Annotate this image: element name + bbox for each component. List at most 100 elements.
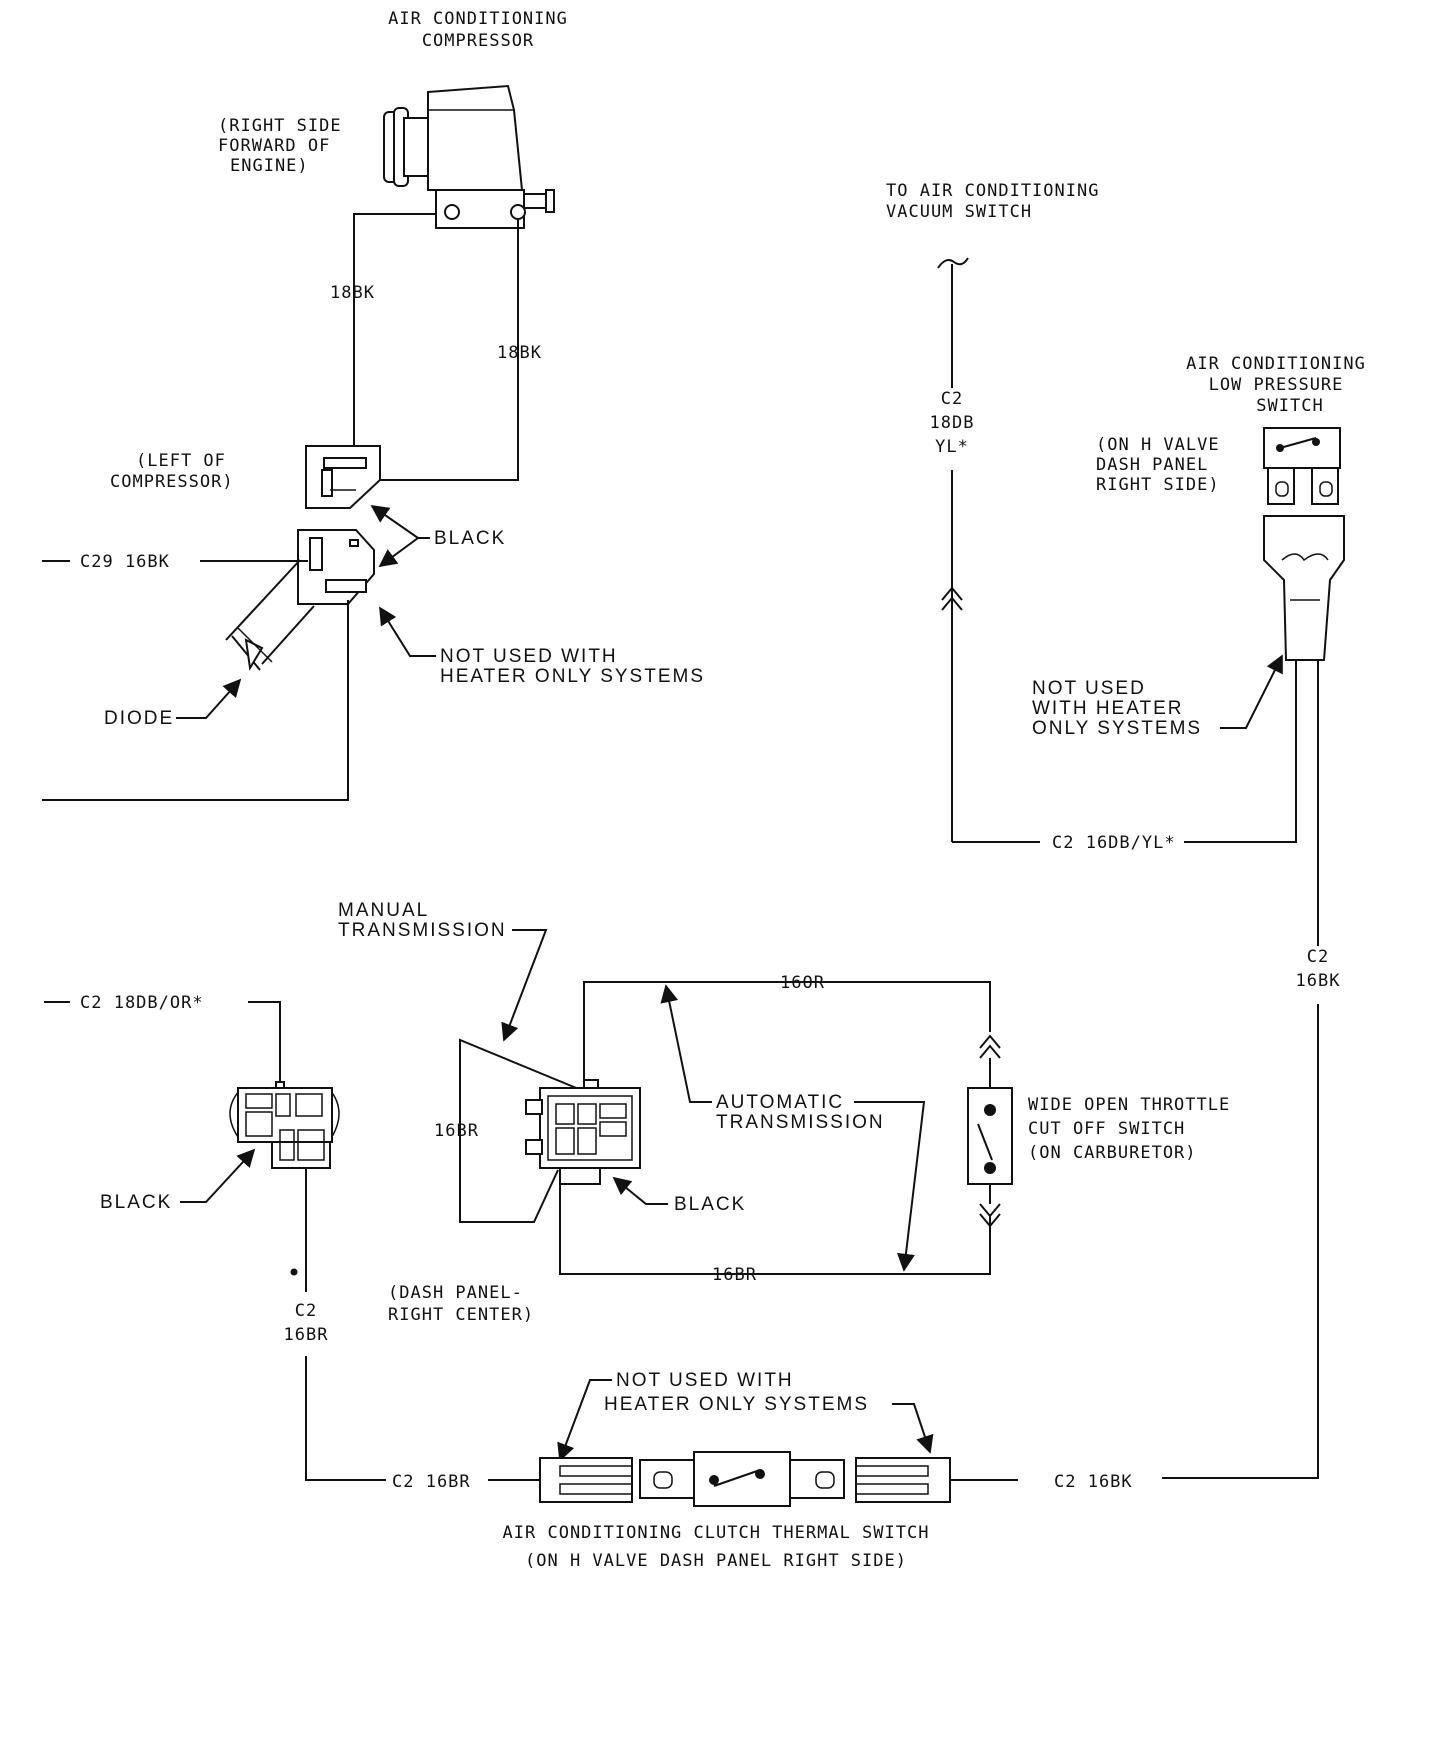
left-black-arrow — [180, 1148, 256, 1203]
center-location-line2: RIGHT CENTER) — [388, 1305, 534, 1325]
c29-circuit-label: C29 16BK — [80, 552, 170, 572]
vacuum-wire-label-line2: 18DB — [930, 413, 975, 433]
throttle-switch: WIDE OPEN THROTTLE CUT OFF SWITCH (ON CA… — [967, 1034, 1230, 1228]
low-pressure-switch: AIR CONDITIONING LOW PRESSURE SWITCH (ON… — [1032, 354, 1366, 1479]
lps-not-used-line2: WITH HEATER — [1032, 698, 1183, 719]
lps-title-line1: AIR CONDITIONING — [1186, 354, 1366, 374]
thermal-switch: NOT USED WITH HEATER ONLY SYSTEMS C2 16B… — [378, 1370, 1133, 1571]
throttle-title-line3: (ON CARBURETOR) — [1028, 1143, 1197, 1163]
left-connector-circuit-label: C2 18DB/OR* — [80, 993, 204, 1013]
throttle-chevron-bottom-icon — [979, 1203, 1001, 1228]
diode-arrow — [176, 678, 242, 719]
auto-trans-arrow-up — [660, 984, 712, 1103]
compressor-title-line2: COMPRESSOR — [422, 31, 534, 51]
center-wire-bottom-label: 16BR — [712, 1265, 757, 1285]
connector-not-used-line2: HEATER ONLY SYSTEMS — [440, 666, 705, 687]
left-connector-black-label: BLACK — [100, 1192, 172, 1213]
center-connector-body-icon — [525, 1079, 641, 1185]
lps-wire-to-vacuum — [1184, 660, 1297, 843]
ac-compressor: AIR CONDITIONING COMPRESSOR (RIGHT SIDE … — [218, 9, 568, 481]
thermal-not-used-line1: NOT USED WITH — [616, 1370, 794, 1391]
connector-black-label: BLACK — [434, 528, 506, 549]
compressor-location-line2: FORWARD OF — [218, 136, 330, 156]
lps-switch-icon — [1263, 427, 1345, 661]
lps-location-line1: (ON H VALVE — [1096, 435, 1220, 455]
thermal-title-line1: AIR CONDITIONING CLUTCH THERMAL SWITCH — [503, 1523, 930, 1543]
thermal-not-used-line2: HEATER ONLY SYSTEMS — [604, 1394, 869, 1415]
connector-not-used-line1: NOT USED WITH — [440, 646, 618, 667]
compressor-body-icon — [427, 84, 555, 229]
auto-trans-line2: TRANSMISSION — [716, 1112, 885, 1133]
lps-title-line3: SWITCH — [1256, 396, 1323, 416]
lps-not-used-line3: ONLY SYSTEMS — [1032, 718, 1202, 739]
lps-bottom-wire-label: C2 16DB/YL* — [1052, 833, 1176, 853]
center-connector: MANUAL TRANSMISSION 16OR 16BR 16BR AUTOM… — [338, 900, 991, 1325]
lps-wire-16bk-lower — [1162, 1004, 1319, 1479]
vacuum-switch-title-line1: TO AIR CONDITIONING — [886, 181, 1099, 201]
center-wire-top-label: 16OR — [780, 973, 825, 993]
thermal-wire-right-label: C2 16BK — [1054, 1472, 1133, 1492]
throttle-title-line1: WIDE OPEN THROTTLE — [1028, 1095, 1230, 1115]
lps-not-used-arrow — [1220, 654, 1283, 729]
black-arrow-upper — [370, 504, 430, 539]
compressor-wire-left — [353, 213, 436, 448]
center-black-label: BLACK — [674, 1194, 746, 1215]
c2-18db-wire — [248, 1001, 281, 1088]
diode-icon — [225, 559, 315, 671]
dot-mark — [290, 1268, 298, 1276]
wire-break-icon — [937, 257, 969, 269]
lps-location-line3: RIGHT SIDE) — [1096, 475, 1220, 495]
manual-trans-line2: TRANSMISSION — [338, 920, 507, 941]
vacuum-switch-circuit: TO AIR CONDITIONING VACUUM SWITCH C2 18D… — [886, 181, 1099, 843]
compressor-wire-left-label: 18BK — [330, 283, 375, 303]
thermal-not-used-arrow-left — [557, 1379, 612, 1462]
diode-label: DIODE — [104, 708, 174, 729]
left-16br-wire-lower — [305, 1356, 378, 1481]
throttle-title-line2: CUT OFF SWITCH — [1028, 1119, 1185, 1139]
auto-trans-line1: AUTOMATIC — [716, 1092, 844, 1113]
left-wire-label-line1: C2 — [295, 1301, 317, 1321]
vacuum-wire-label-line1: C2 — [941, 389, 963, 409]
center-black-arrow — [612, 1176, 668, 1205]
thermal-wire-left-label: C2 16BR — [392, 1472, 471, 1492]
center-16br-bottom-wire — [559, 1184, 991, 1275]
thermal-title-line2: (ON H VALVE DASH PANEL RIGHT SIDE) — [525, 1551, 907, 1571]
center-16or-wire — [583, 981, 991, 1082]
connector-location-line1: (LEFT OF — [136, 451, 226, 471]
thermal-switch-icon — [539, 1451, 951, 1507]
manual-trans-line1: MANUAL — [338, 900, 429, 921]
compressor-wire-right-label: 18BK — [497, 343, 542, 363]
compressor-location-line1: (RIGHT SIDE — [218, 116, 342, 136]
compressor-title-line1: AIR CONDITIONING — [388, 9, 568, 29]
compressor-pulley-icon — [383, 107, 429, 187]
connector-location-line2: COMPRESSOR) — [110, 472, 234, 492]
lps-right-wire-line1: C2 — [1307, 947, 1329, 967]
auto-trans-arrow-down — [854, 1101, 926, 1272]
harness-side-connector-icon — [297, 529, 375, 605]
lps-right-wire-line2: 16BK — [1296, 971, 1341, 991]
vacuum-connector-chevron-icon — [941, 586, 963, 611]
lps-location-line2: DASH PANEL — [1096, 455, 1208, 475]
compressor-wire-right — [380, 220, 519, 481]
left-connector-body-icon — [229, 1081, 340, 1169]
vacuum-switch-title-line2: VACUUM SWITCH — [886, 202, 1032, 222]
left-wire-label-line2: 16BR — [284, 1325, 329, 1345]
vacuum-wire-label-line3: YL* — [935, 437, 969, 457]
manual-trans-arrow — [501, 929, 548, 1042]
throttle-chevron-top-icon — [979, 1034, 1001, 1059]
center-wire-left-label: 16BR — [434, 1121, 479, 1141]
c29-ground-wire — [42, 600, 349, 801]
thermal-not-used-arrow-right — [892, 1403, 934, 1454]
lps-not-used-line1: NOT USED — [1032, 678, 1146, 699]
throttle-switch-icon — [967, 1087, 1013, 1185]
black-arrow-lower — [378, 537, 419, 568]
compressor-location-line3: ENGINE) — [230, 156, 309, 176]
compressor-connector: (LEFT OF COMPRESSOR) C29 16BK — [42, 445, 705, 801]
left-connector: C2 18DB/OR* BLACK C2 16BR — [44, 993, 378, 1481]
center-location-line1: (DASH PANEL- — [388, 1283, 523, 1303]
lps-title-line2: LOW PRESSURE — [1209, 375, 1344, 395]
compressor-side-connector-icon — [305, 445, 381, 509]
center-16br-jumper — [459, 1038, 587, 1223]
not-used-arrow — [379, 606, 436, 657]
